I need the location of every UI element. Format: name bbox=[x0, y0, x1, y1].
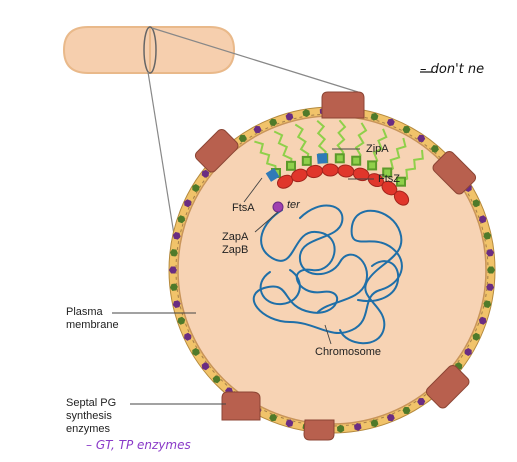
pg-subunit bbox=[478, 215, 487, 224]
septal-enzyme bbox=[221, 391, 261, 421]
handwritten-note-top: – don't ne bbox=[420, 62, 485, 77]
zipa-tail bbox=[254, 140, 277, 174]
pg-subunit bbox=[402, 126, 411, 134]
ftsa-label: FtsA bbox=[232, 202, 255, 214]
pg-subunit bbox=[402, 406, 411, 414]
pg-subunit bbox=[386, 118, 395, 126]
pg-subunit bbox=[431, 145, 439, 153]
zipa-head bbox=[396, 176, 406, 187]
zipa-head bbox=[367, 160, 378, 171]
ftsz-label: FtsZ bbox=[378, 173, 400, 185]
ter-label: ter bbox=[287, 199, 300, 211]
ftsz-subunit bbox=[321, 163, 339, 177]
pg-subunit bbox=[464, 348, 472, 356]
plasma-membrane-label-line1: Plasma bbox=[66, 306, 103, 318]
pg-subunit bbox=[238, 134, 247, 142]
zoom-line-top bbox=[151, 27, 359, 93]
zipa-tail bbox=[316, 119, 327, 159]
ftsz-filament bbox=[265, 152, 410, 206]
pg-subunit bbox=[370, 112, 379, 121]
zipa-head bbox=[334, 153, 345, 164]
pg-subunit bbox=[184, 199, 192, 208]
septal-pg-label-line3: enzymes bbox=[66, 423, 111, 435]
pg-subunit bbox=[170, 283, 178, 291]
zapa-label: ZapA bbox=[222, 231, 249, 243]
zipa-tail bbox=[336, 119, 347, 159]
pg-subunit bbox=[285, 112, 294, 121]
chromosome-label: Chromosome bbox=[315, 346, 382, 358]
zipa-head bbox=[286, 160, 296, 171]
septal-pg-label-line2: synthesis bbox=[66, 410, 112, 422]
leader-lines bbox=[112, 148, 374, 405]
pg-subunit bbox=[177, 215, 186, 224]
zapb-label: ZapB bbox=[222, 244, 249, 256]
pg-subunit bbox=[417, 134, 426, 142]
plasma-membrane-label-line2: membrane bbox=[66, 319, 119, 331]
pg-subunit bbox=[212, 375, 221, 384]
septal-enzyme bbox=[194, 128, 239, 173]
septal-enzyme bbox=[432, 150, 477, 195]
zipa-label: ZipA bbox=[366, 143, 389, 155]
pg-subunit bbox=[285, 419, 294, 428]
septal-enzyme bbox=[425, 364, 470, 409]
pg-subunit bbox=[337, 424, 345, 433]
zipa-tail bbox=[400, 149, 424, 183]
septal-enzyme bbox=[321, 91, 365, 119]
ftsa-protein bbox=[316, 152, 328, 164]
pg-subunit bbox=[269, 118, 278, 126]
septal-pg-label-line1: Septal PG bbox=[66, 397, 117, 409]
pg-subunit bbox=[201, 169, 210, 178]
pg-subunit bbox=[487, 266, 495, 274]
pg-subunit bbox=[177, 316, 186, 325]
pg-subunit bbox=[169, 266, 177, 274]
ftsz-subunit bbox=[393, 190, 410, 206]
pg-subunit bbox=[302, 109, 310, 117]
pg-subunit bbox=[172, 300, 181, 308]
pg-subunit bbox=[483, 232, 492, 240]
handwritten-note-bottom: – GT, TP enzymes bbox=[86, 438, 191, 452]
pg-subunit bbox=[370, 419, 379, 428]
zipa-head bbox=[301, 155, 312, 166]
pg-subunit bbox=[478, 316, 487, 325]
zipa-tail bbox=[354, 122, 368, 162]
pg-subunit bbox=[184, 332, 192, 341]
pg-subunit bbox=[486, 283, 494, 291]
pg-subunit bbox=[172, 232, 181, 240]
pg-subunit bbox=[472, 199, 480, 208]
pg-subunit bbox=[192, 348, 200, 356]
zipa-head bbox=[382, 167, 393, 178]
septal-enzyme bbox=[303, 419, 335, 441]
ter-site bbox=[272, 201, 284, 213]
ftsa-protein bbox=[265, 168, 280, 182]
pg-subunit bbox=[170, 249, 178, 257]
pg-subunit bbox=[417, 398, 426, 406]
pg-subunit bbox=[269, 414, 278, 422]
zipa-tail bbox=[371, 128, 388, 167]
pg-subunit bbox=[253, 126, 262, 134]
pg-subunit bbox=[472, 332, 480, 341]
zipa-tail bbox=[273, 130, 293, 166]
pg-subunit bbox=[386, 414, 395, 422]
pg-subunit bbox=[354, 423, 362, 431]
zipa-tail bbox=[294, 123, 310, 162]
zipa-head bbox=[351, 155, 362, 166]
pg-subunit bbox=[192, 184, 200, 192]
pg-subunit bbox=[483, 300, 492, 308]
zipa-tail bbox=[386, 137, 407, 174]
dividing-cell-icon bbox=[62, 26, 236, 74]
pg-subunit bbox=[486, 249, 494, 257]
pg-subunit bbox=[201, 362, 210, 371]
chromosome bbox=[252, 204, 403, 345]
